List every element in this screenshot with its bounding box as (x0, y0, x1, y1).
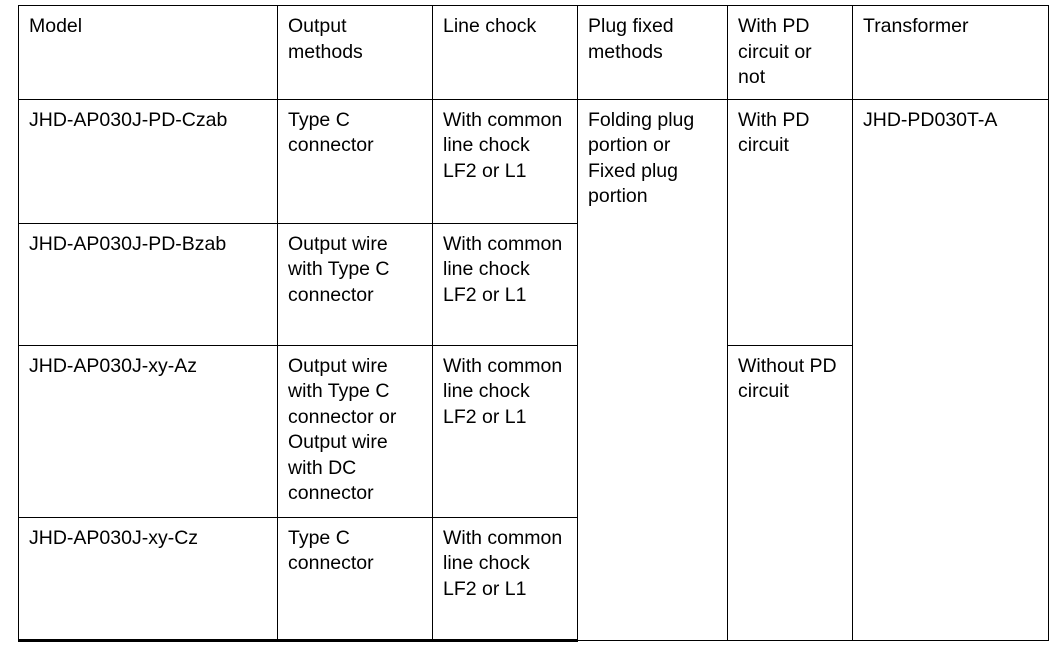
cell-output-methods: Output wire with Type C connector or Out… (277, 344, 433, 518)
cell-line-chock: With common line chock LF2 or L1 (432, 98, 578, 224)
cell-model: JHD-AP030J-PD-Czab (18, 98, 278, 224)
table-header-row: Model Output methods Line chock Plug fix… (18, 5, 1049, 100)
cell-model: JHD-AP030J-xy-Cz (18, 516, 278, 642)
table-row: JHD-AP030J-xy-Cz Type C connector With c… (18, 516, 1049, 642)
cell-line-chock: With common line chock LF2 or L1 (432, 222, 578, 346)
cell-output-methods: Type C connector (277, 98, 433, 224)
cell-model: JHD-AP030J-PD-Bzab (18, 222, 278, 346)
cell-pd-circuit: Without PD circuit (727, 344, 853, 641)
cell-line-chock: With common line chock LF2 or L1 (432, 344, 578, 518)
column-header-model: Model (18, 5, 278, 100)
table-row: JHD-AP030J-xy-Az Output wire with Type C… (18, 344, 1049, 641)
column-header-output-methods: Output methods (277, 5, 433, 100)
column-header-plug-fixed-methods: Plug fixed methods (577, 5, 728, 100)
cell-transformer: JHD-PD030T-A (852, 98, 1049, 641)
cell-plug-fixed-methods: Folding plug portion or Fixed plug porti… (577, 98, 728, 641)
cell-model: JHD-AP030J-xy-Az (18, 344, 278, 518)
table-row: JHD-AP030J-PD-Bzab Output wire with Type… (18, 222, 1049, 346)
cell-output-methods: Type C connector (277, 516, 433, 642)
table-row: JHD-AP030J-PD-Czab Type C connector With… (18, 98, 1049, 641)
column-header-transformer: Transformer (852, 5, 1049, 100)
column-header-line-chock: Line chock (432, 5, 578, 100)
column-header-with-pd-circuit-or-not: With PD circuit or not (727, 5, 853, 100)
cell-line-chock: With common line chock LF2 or L1 (432, 516, 578, 642)
cell-output-methods: Output wire with Type C connector (277, 222, 433, 346)
model-specification-table: Model Output methods Line chock Plug fix… (18, 5, 1049, 642)
cell-pd-circuit: With PD circuit (727, 98, 853, 346)
